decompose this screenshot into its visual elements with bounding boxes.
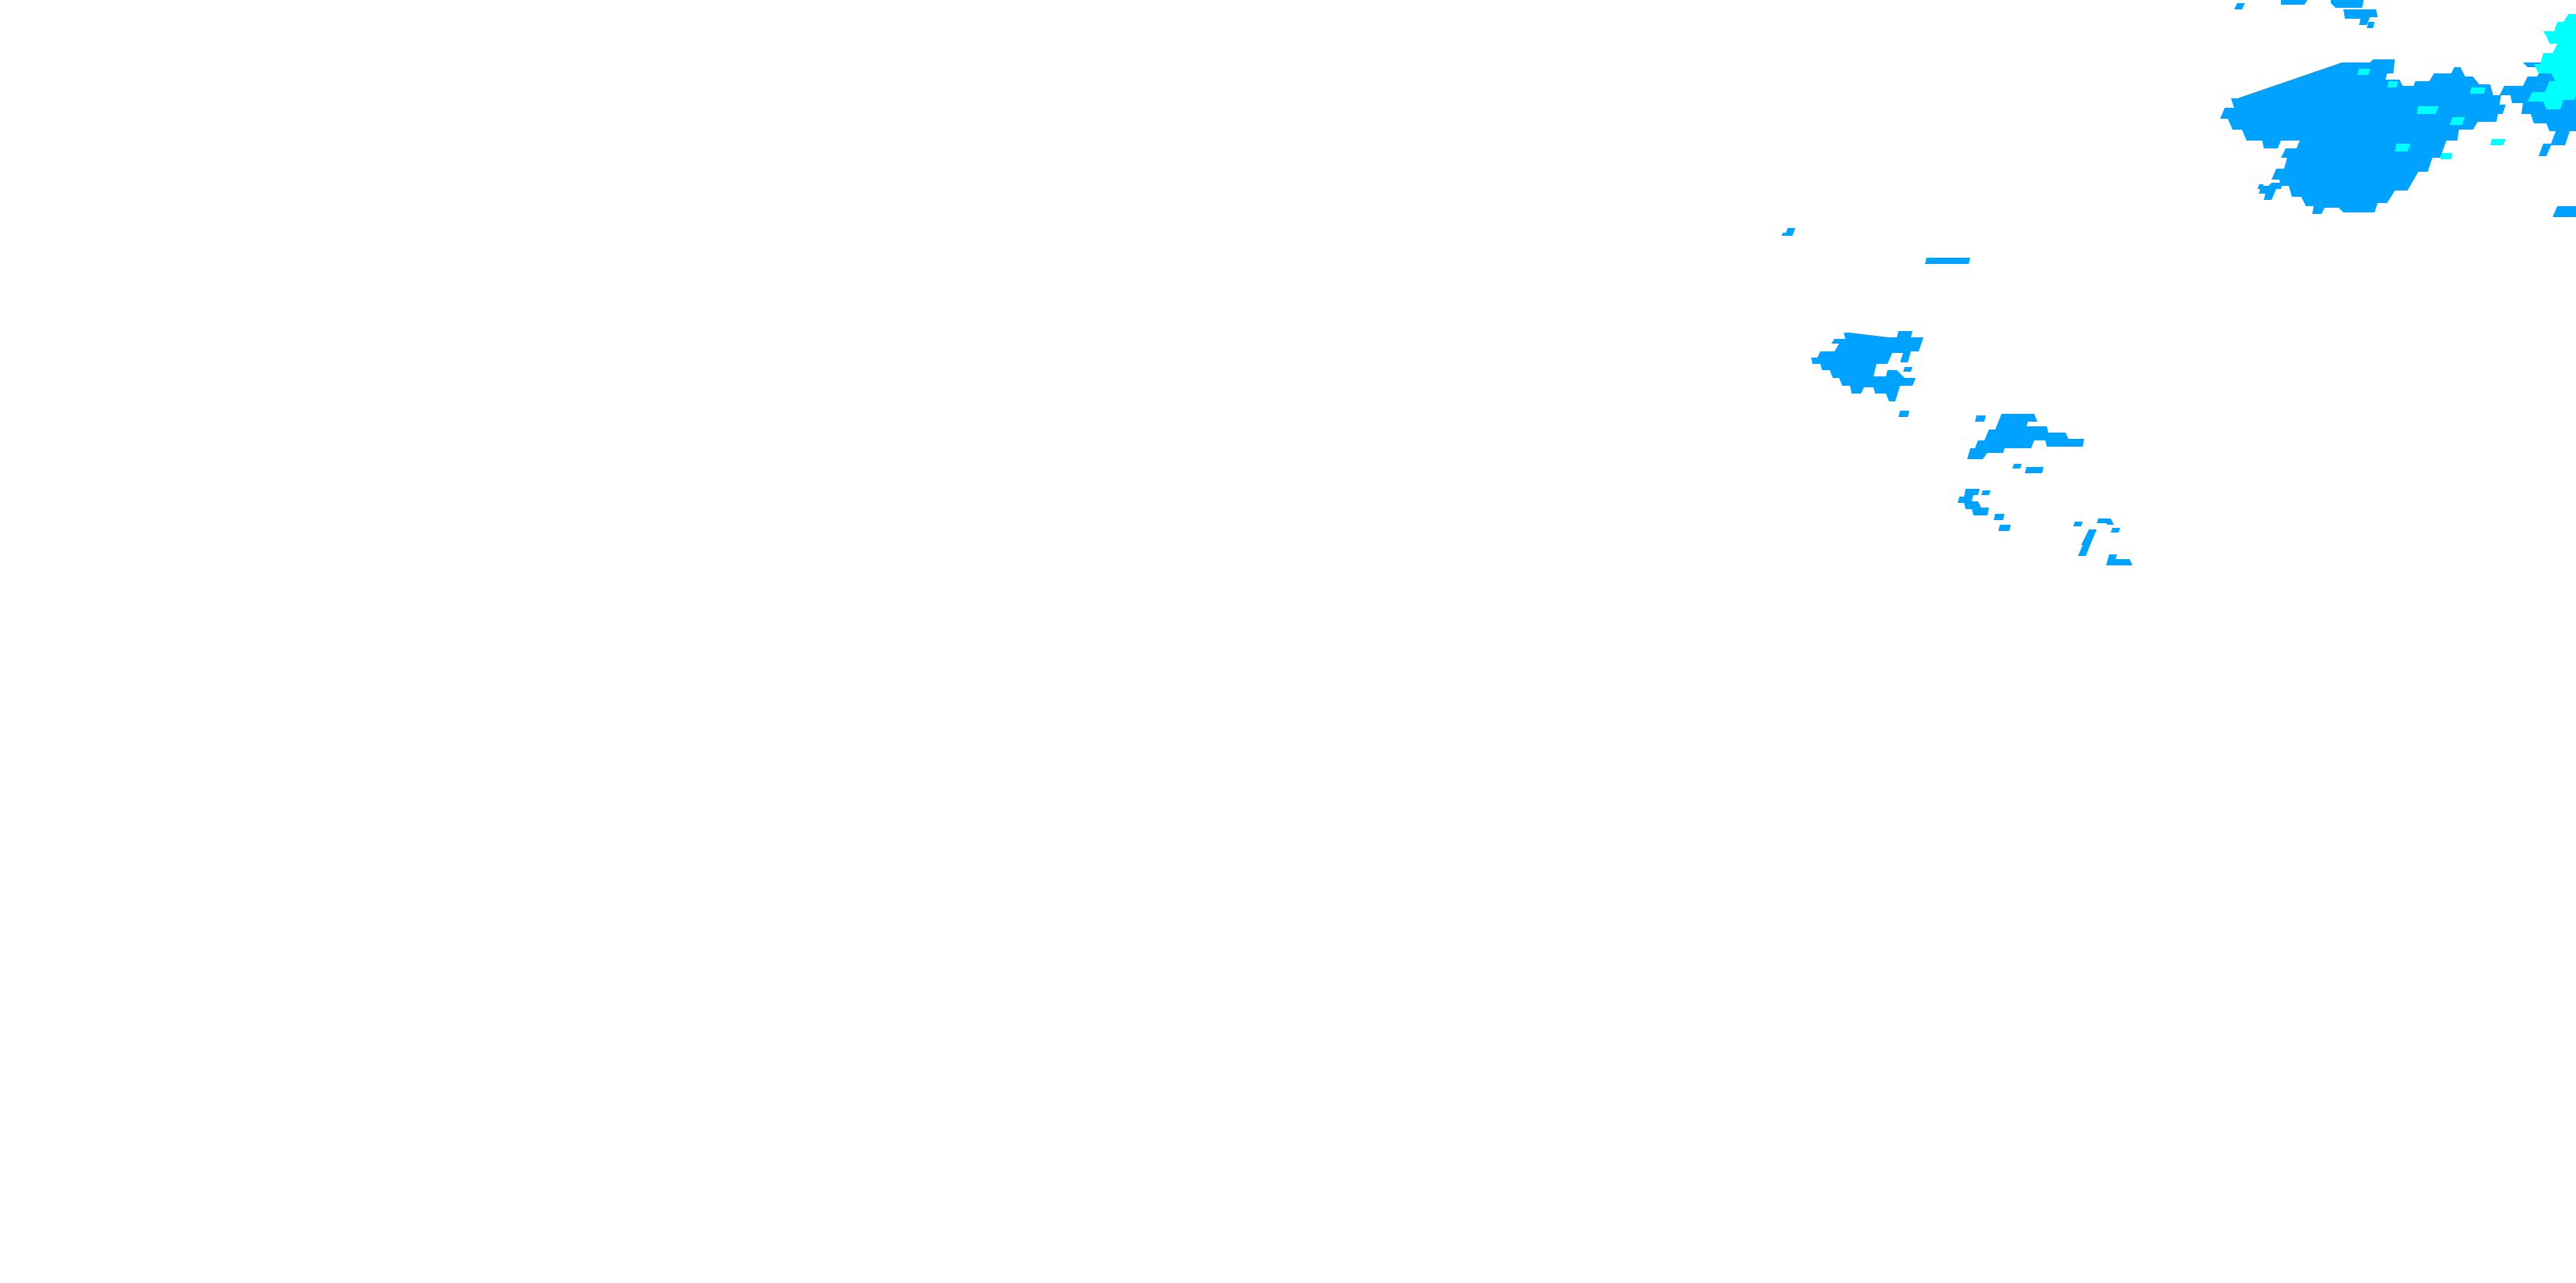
echo-fragment-c <box>1958 489 2011 531</box>
echo-fragment-b <box>1925 258 1970 264</box>
echo-speckle <box>2234 0 2378 28</box>
echo-cell-central <box>1967 414 2084 473</box>
echo-cluster-main <box>2220 59 2506 214</box>
echo-fragment-d <box>2073 519 2133 565</box>
echo-outlier-west <box>2258 133 2329 205</box>
echo-cell-west <box>1811 331 1923 417</box>
echo-fragment-a <box>1781 228 1795 236</box>
